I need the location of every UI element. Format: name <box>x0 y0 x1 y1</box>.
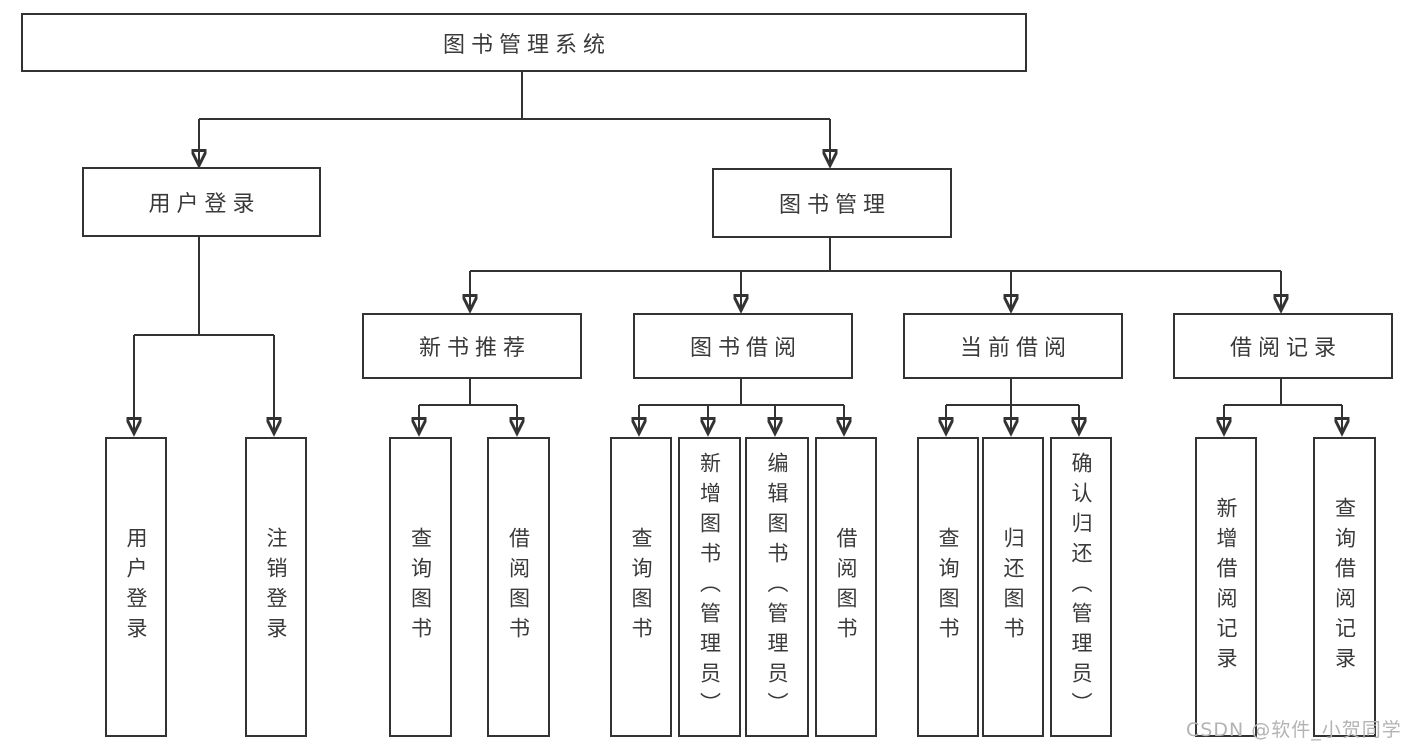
leaf-bb-borrow-books: 借阅图书 <box>815 437 877 737</box>
node-book-borrow: 图书借阅 <box>633 313 853 379</box>
node-user-login: 用户登录 <box>82 167 321 237</box>
leaf-bb-query-books: 查询图书 <box>610 437 672 737</box>
leaf-nbr-query-books-label: 查询图书 <box>408 527 433 647</box>
leaf-user-login: 用户登录 <box>105 437 167 737</box>
leaf-user-login-label: 用户登录 <box>124 527 148 647</box>
leaf-bb-edit-books-admin-label: 编辑图书（管理员） <box>765 452 789 722</box>
leaf-cb-query-books-label: 查询图书 <box>936 527 960 647</box>
leaf-br-query-record: 查询借阅记录 <box>1313 437 1376 737</box>
leaf-logout-label: 注销登录 <box>264 527 288 647</box>
leaf-bb-add-books-admin: 新增图书（管理员） <box>678 437 741 737</box>
node-current-borrow: 当前借阅 <box>903 313 1123 379</box>
leaf-nbr-query-books: 查询图书 <box>389 437 452 737</box>
leaf-bb-add-books-admin-label: 新增图书（管理员） <box>697 452 722 722</box>
leaf-cb-confirm-return-admin-label: 确认归还（管理员） <box>1069 452 1093 722</box>
leaf-bb-borrow-books-label: 借阅图书 <box>834 527 858 647</box>
leaf-cb-query-books: 查询图书 <box>917 437 979 737</box>
leaf-bb-edit-books-admin: 编辑图书（管理员） <box>745 437 809 737</box>
leaf-logout: 注销登录 <box>245 437 307 737</box>
node-new-book-recommend: 新书推荐 <box>362 313 582 379</box>
node-library-system: 图书管理系统 <box>21 13 1027 72</box>
leaf-nbr-borrow-books: 借阅图书 <box>487 437 550 737</box>
node-book-management: 图书管理 <box>712 168 952 238</box>
leaf-br-query-record-label: 查询借阅记录 <box>1332 497 1357 677</box>
leaf-cb-return-books-label: 归还图书 <box>1001 527 1025 647</box>
leaf-br-add-record-label: 新增借阅记录 <box>1214 497 1238 677</box>
leaf-br-add-record: 新增借阅记录 <box>1195 437 1257 737</box>
csdn-watermark: CSDN @软件_小贺同学 <box>1186 719 1402 741</box>
leaf-cb-confirm-return-admin: 确认归还（管理员） <box>1050 437 1112 737</box>
leaf-cb-return-books: 归还图书 <box>982 437 1044 737</box>
node-borrow-records: 借阅记录 <box>1173 313 1393 379</box>
leaf-bb-query-books-label: 查询图书 <box>629 527 653 647</box>
leaf-nbr-borrow-books-label: 借阅图书 <box>506 527 531 647</box>
